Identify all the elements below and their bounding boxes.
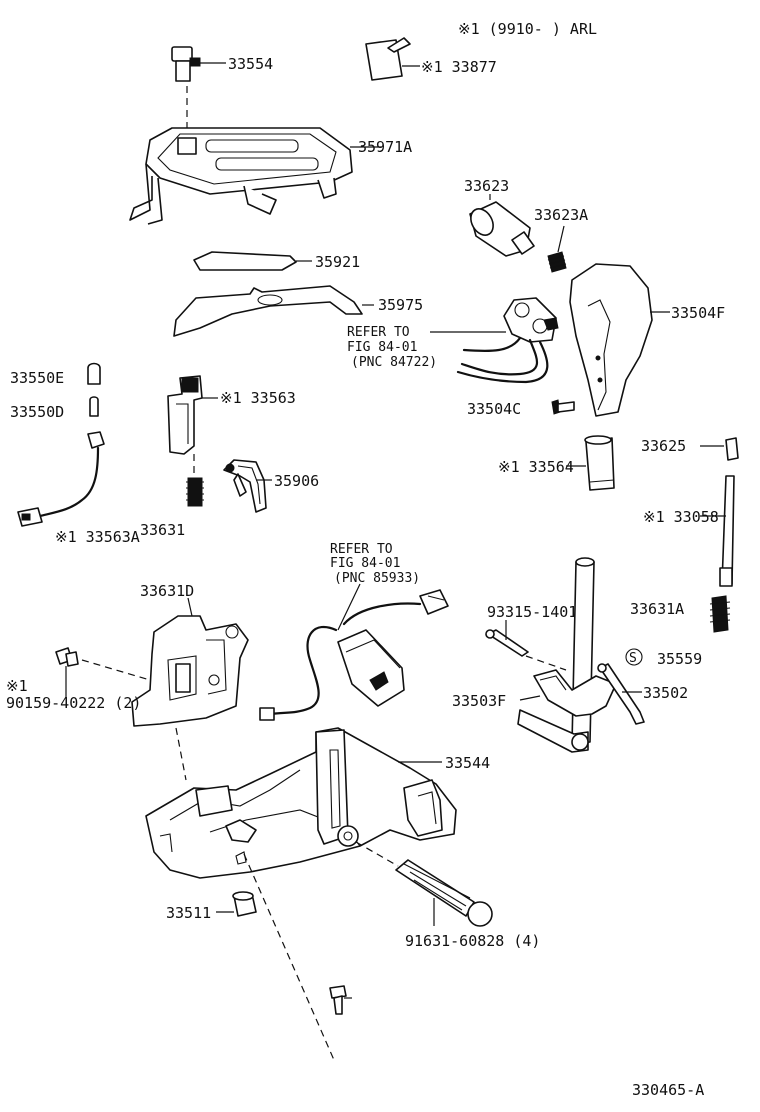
part-35971A-housing: [129, 127, 382, 225]
part-33631A-spring: [709, 595, 731, 633]
label-90159-prefix: ※1: [6, 677, 28, 695]
label-33058: 33631D: [140, 582, 194, 600]
label-35906: ※1 33563A: [55, 528, 140, 546]
part-33625-cap: [700, 437, 739, 461]
part-33550D-pin: [89, 396, 99, 417]
label-33544: 33511: [166, 904, 211, 922]
part-33877-plate: [365, 37, 420, 81]
label-33563: ※1 33563: [220, 389, 296, 407]
part-33511-bushing: [395, 859, 493, 927]
label-33623: 33623: [464, 177, 509, 195]
part-93315-symbol: S: [625, 648, 643, 666]
label-93315: 35559: [657, 650, 702, 668]
figure-code: 330465-A: [632, 1081, 704, 1099]
circled-s-symbol: S: [629, 651, 637, 666]
label-33504C: 33504C: [467, 400, 521, 418]
part-90159-bolt: [55, 647, 79, 698]
part-33564-lever: [223, 459, 272, 513]
ref-85933-line3: (PNC 85933): [334, 571, 420, 586]
part-33623-solenoid: [469, 194, 535, 257]
part-35906-sensor: [17, 431, 105, 527]
part-33544-grommet: [216, 891, 257, 917]
label-33511: 91631-60828 (4): [405, 932, 540, 950]
label-33550E: 33550E: [10, 369, 64, 387]
part-33502-base: [145, 727, 457, 879]
label-35559: 33502: [643, 684, 688, 702]
label-33503F: 33503F: [452, 692, 506, 710]
part-33504C-screw: [551, 399, 575, 415]
label-33563A: 33631: [140, 521, 185, 539]
part-33503F-lever: [517, 557, 617, 753]
ref-85933-line1: REFER TO: [330, 542, 393, 557]
part-33631-rod: [700, 475, 735, 587]
label-33564: 35906: [274, 472, 319, 490]
ref-84722-line3: (PNC 84722): [351, 355, 437, 370]
part-35921-seal: [193, 251, 312, 271]
part-33554-clip: [171, 46, 226, 128]
label-33623A: 33623A: [534, 206, 588, 224]
label-35971A: 35971A: [358, 138, 412, 156]
switch-harness-85933: [259, 583, 449, 721]
label-35976B: ※1 33564: [498, 458, 574, 476]
label-35975: 35975: [378, 296, 423, 314]
part-33504F-knob: [569, 263, 670, 417]
label-33550D: 33550D: [10, 403, 64, 421]
part-33623A-spring: [547, 225, 567, 273]
label-33631A: 33631A: [630, 600, 684, 618]
label-35921: 35921: [315, 253, 360, 271]
part-35559-link: [597, 663, 645, 725]
ref-84722-line1: REFER TO: [347, 325, 410, 340]
label-33631D: 93315-14010: [487, 603, 586, 621]
switch-harness-84722: [430, 297, 559, 384]
part-35976B-boot: [566, 435, 615, 491]
part-91631-bolt: [243, 853, 352, 1061]
part-33550E-pin: [87, 362, 101, 385]
part-33563-lock: [167, 375, 218, 476]
label-90159: 90159-40222 (2): [6, 694, 141, 712]
label-33504F: 33504F: [671, 304, 725, 322]
applicability-note: ※1 (9910- ) ARL: [458, 20, 597, 38]
part-33563A-spring: [186, 477, 204, 507]
ref-84722-line2: FIG 84-01: [347, 340, 417, 355]
part-35975-cover: [173, 285, 374, 337]
part-33058-bracket: [81, 597, 249, 781]
label-33502: 33544: [445, 754, 490, 772]
ref-85933-line2: FIG 84-01: [330, 556, 400, 571]
part-33631D-pin: [485, 620, 567, 671]
label-33625: 33625: [641, 437, 686, 455]
label-33554: 33554: [228, 55, 273, 73]
label-33877: ※1 33877: [421, 58, 497, 76]
label-33631: ※1 33058: [643, 508, 719, 526]
